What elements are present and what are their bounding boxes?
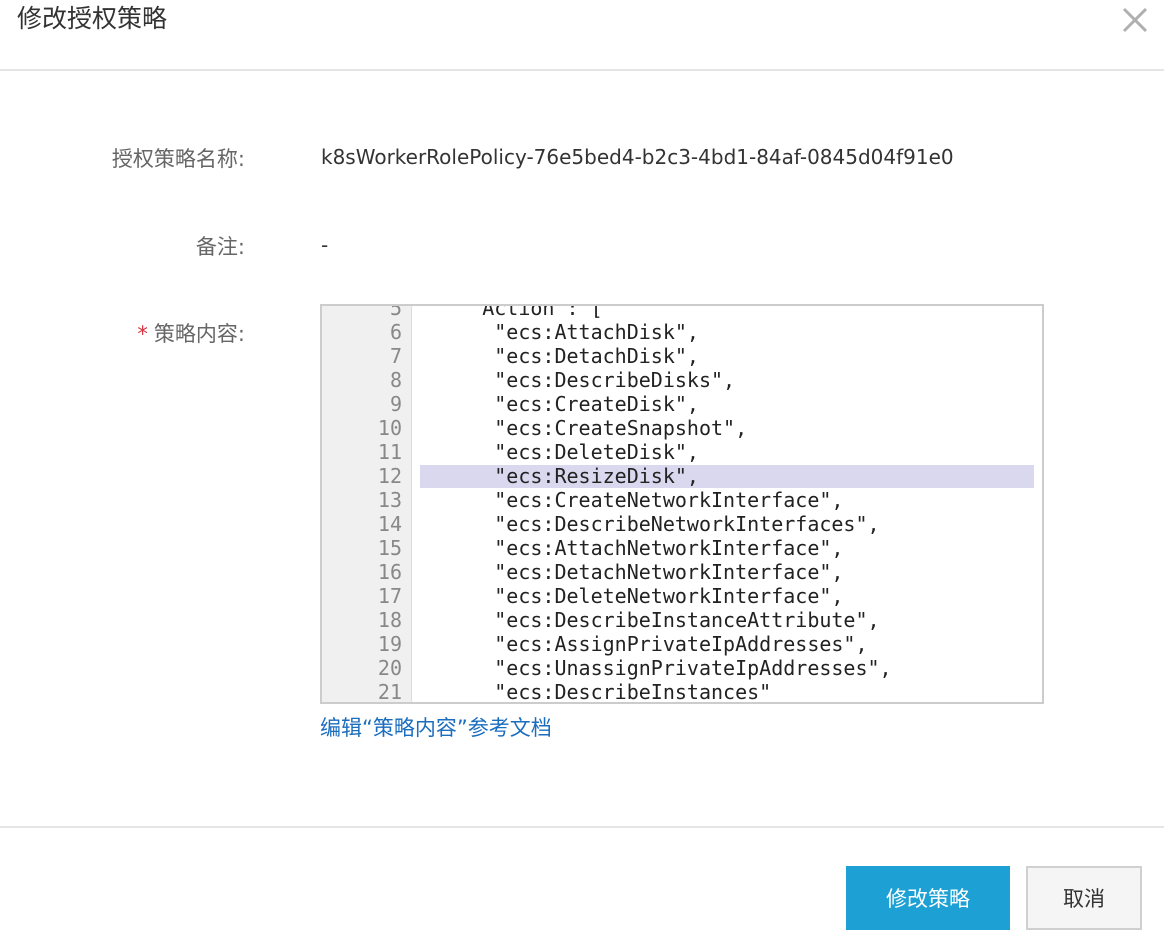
code-text: "ecs:AssignPrivateIpAddresses", [422, 632, 868, 656]
code-text: "ecs:CreateDisk", [422, 392, 699, 416]
required-mark: * [137, 322, 148, 346]
code-text: "ecs:DeleteDisk", [422, 440, 699, 464]
code-text: "ecs:DeleteNetworkInterface", [422, 584, 844, 608]
line-number: 14 [377, 512, 402, 536]
policy-content-label-text: 策略内容: [153, 322, 245, 346]
line-number: 16 [377, 560, 402, 584]
line-number: 9 [389, 392, 402, 416]
code-text: "ecs:DescribeNetworkInterfaces", [422, 512, 880, 536]
dialog-header: 修改授权策略 [0, 0, 1164, 71]
code-line[interactable]: 7 "ecs:DetachDisk", [322, 344, 1042, 368]
cancel-button[interactable]: 取消 [1026, 866, 1142, 930]
code-line[interactable]: 5 "Action": [ [322, 304, 1042, 320]
policy-content-editor[interactable]: 5 "Action": [6 "ecs:AttachDisk",7 "ecs:D… [320, 304, 1044, 704]
code-text: "Action": [ [422, 304, 603, 320]
code-text: "ecs:CreateNetworkInterface", [422, 488, 844, 512]
code-text: "ecs:AttachNetworkInterface", [422, 536, 844, 560]
line-number: 8 [389, 368, 402, 392]
code-line[interactable]: 9 "ecs:CreateDisk", [322, 392, 1042, 416]
line-number: 10 [377, 416, 402, 440]
code-line[interactable]: 15 "ecs:AttachNetworkInterface", [322, 536, 1042, 560]
code-line[interactable]: 6 "ecs:AttachDisk", [322, 320, 1042, 344]
code-text: "ecs:CreateSnapshot", [422, 416, 748, 440]
code-line[interactable]: 18 "ecs:DescribeInstanceAttribute", [322, 608, 1042, 632]
remark-label: 备注: [195, 235, 245, 259]
footer-divider [0, 826, 1164, 828]
line-number: 6 [389, 320, 402, 344]
close-icon[interactable] [1120, 5, 1150, 35]
line-number: 11 [377, 440, 402, 464]
code-text: "ecs:ResizeDisk", [422, 464, 699, 488]
code-line[interactable]: 20 "ecs:UnassignPrivateIpAddresses", [322, 656, 1042, 680]
submit-policy-button[interactable]: 修改策略 [846, 866, 1010, 930]
line-number: 5 [389, 304, 402, 320]
policy-doc-link[interactable]: 编辑“策略内容”参考文档 [320, 716, 552, 740]
code-line[interactable]: 21 "ecs:DescribeInstances" [322, 680, 1042, 704]
code-line[interactable]: 14 "ecs:DescribeNetworkInterfaces", [322, 512, 1042, 536]
code-line[interactable]: 13 "ecs:CreateNetworkInterface", [322, 488, 1042, 512]
line-number: 19 [377, 632, 402, 656]
remark-value: - [321, 233, 329, 257]
code-line[interactable]: 10 "ecs:CreateSnapshot", [322, 416, 1042, 440]
line-number: 7 [389, 344, 402, 368]
line-number: 17 [377, 584, 402, 608]
code-line[interactable]: 19 "ecs:AssignPrivateIpAddresses", [322, 632, 1042, 656]
line-number: 21 [377, 680, 402, 704]
policy-content-label: *策略内容: [137, 318, 245, 348]
line-number: 18 [377, 608, 402, 632]
line-number: 13 [377, 488, 402, 512]
code-line[interactable]: 8 "ecs:DescribeDisks", [322, 368, 1042, 392]
code-line[interactable]: 11 "ecs:DeleteDisk", [322, 440, 1042, 464]
line-number: 15 [377, 536, 402, 560]
code-text: "ecs:DetachDisk", [422, 344, 699, 368]
code-line[interactable]: 17 "ecs:DeleteNetworkInterface", [322, 584, 1042, 608]
code-line[interactable]: 12 "ecs:ResizeDisk", [322, 464, 1042, 488]
code-area[interactable]: 5 "Action": [6 "ecs:AttachDisk",7 "ecs:D… [322, 304, 1042, 704]
dialog-title: 修改授权策略 [17, 4, 168, 33]
code-text: "ecs:DescribeInstances" [422, 680, 772, 704]
code-text: "ecs:DetachNetworkInterface", [422, 560, 844, 584]
policy-name-label: 授权策略名称: [111, 147, 245, 171]
code-text: "ecs:DescribeDisks", [422, 368, 736, 392]
policy-name-value: k8sWorkerRolePolicy-76e5bed4-b2c3-4bd1-8… [321, 145, 954, 169]
line-number: 12 [377, 464, 402, 488]
code-text: "ecs:DescribeInstanceAttribute", [422, 608, 880, 632]
code-text: "ecs:AttachDisk", [422, 320, 699, 344]
line-number: 20 [377, 656, 402, 680]
code-line[interactable]: 16 "ecs:DetachNetworkInterface", [322, 560, 1042, 584]
line-number-gutter [322, 306, 412, 702]
code-text: "ecs:UnassignPrivateIpAddresses", [422, 656, 892, 680]
active-line-highlight [420, 465, 1034, 488]
